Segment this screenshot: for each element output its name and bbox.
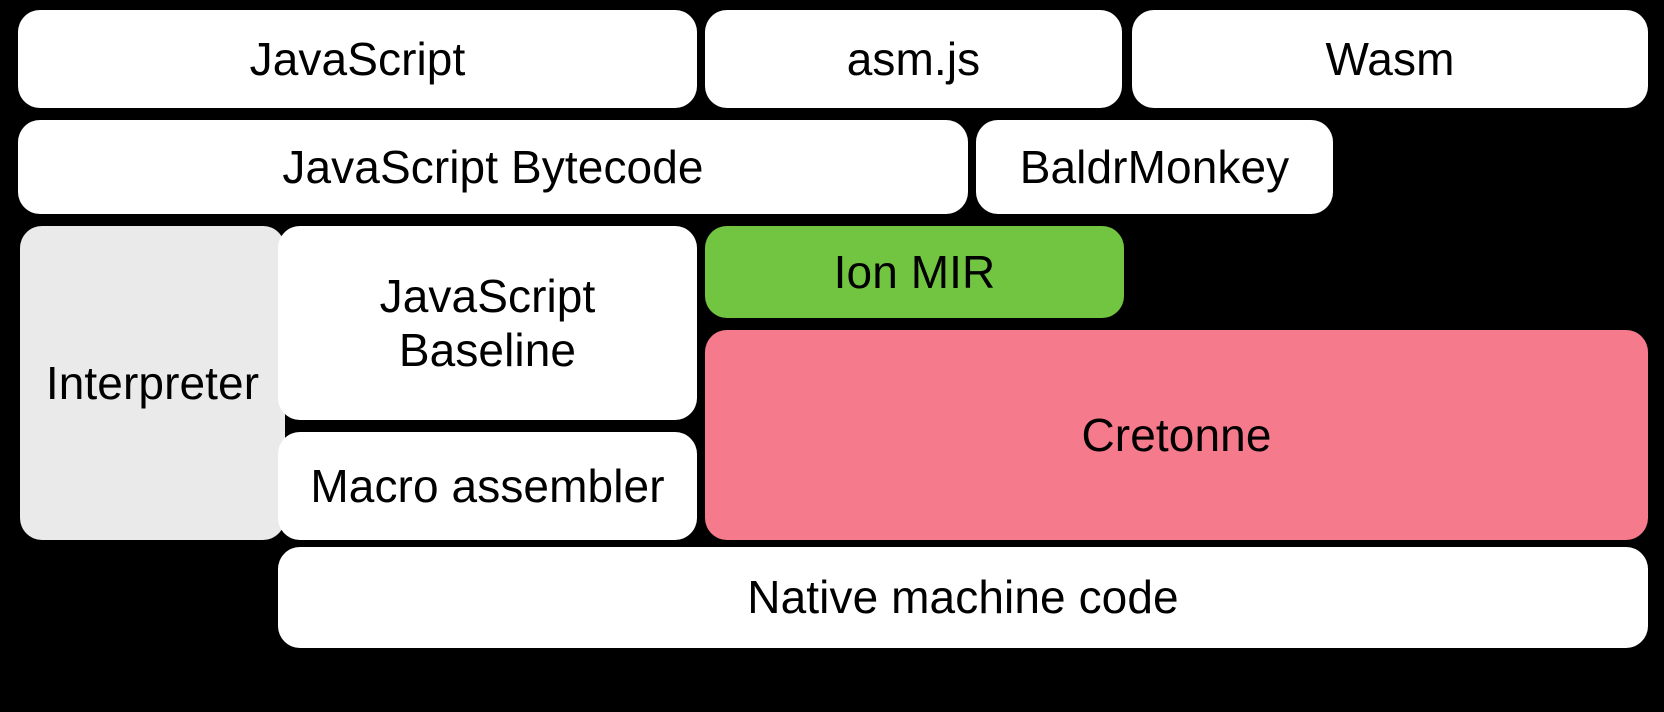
node-macro-assembler: Macro assembler — [278, 432, 697, 540]
node-javascript-bytecode: JavaScript Bytecode — [18, 120, 968, 214]
node-interpreter: Interpreter — [20, 226, 285, 540]
node-wasm: Wasm — [1132, 10, 1648, 108]
node-baldrmonkey: BaldrMonkey — [976, 120, 1333, 214]
node-native-machine-code: Native machine code — [278, 547, 1648, 648]
node-javascript-baseline: JavaScript Baseline — [278, 226, 697, 420]
node-javascript-source: JavaScript — [18, 10, 697, 108]
node-ion-mir: Ion MIR — [705, 226, 1124, 318]
node-cretonne: Cretonne — [705, 330, 1648, 540]
node-asm-js: asm.js — [705, 10, 1122, 108]
